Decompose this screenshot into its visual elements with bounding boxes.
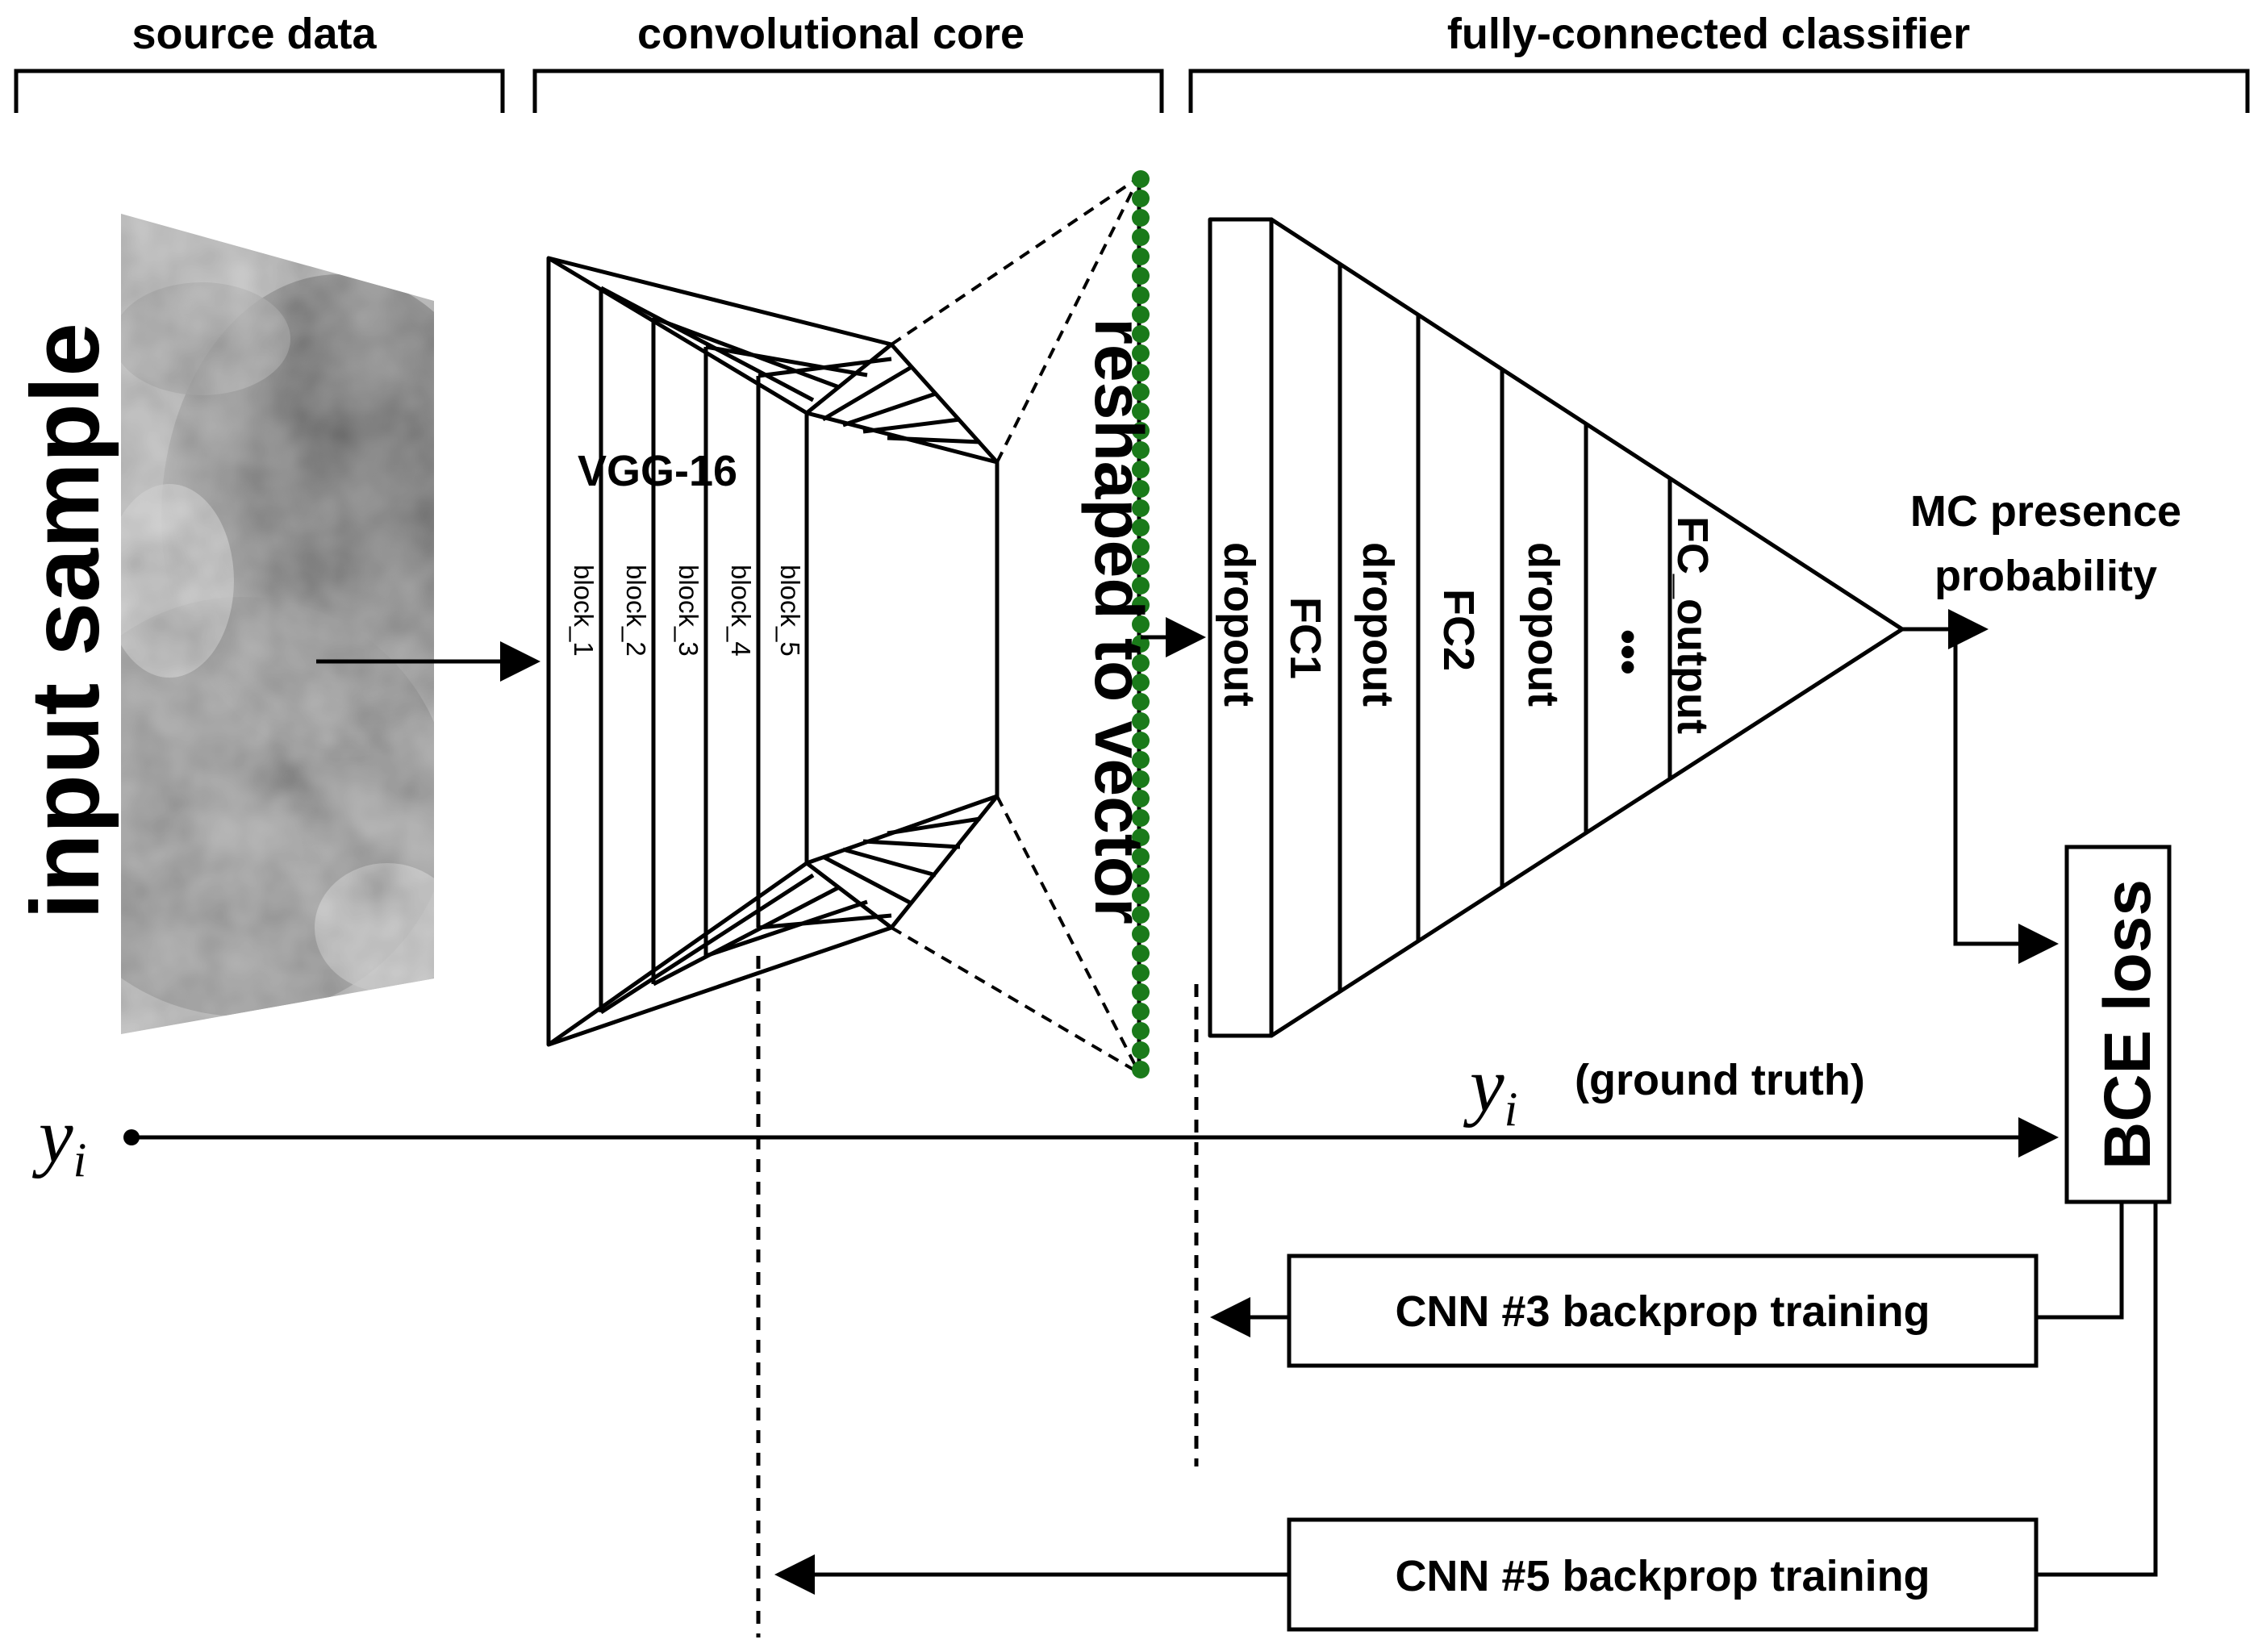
y-symbol-right: yi [1463,1041,1517,1136]
vector-element [1132,1022,1150,1040]
vector-element [1132,306,1150,323]
vector-element [1132,344,1150,362]
vector-element [1132,809,1150,827]
vector-element [1132,267,1150,285]
fc-layer-label: FC_output [1668,516,1717,734]
y-symbol-left: yi [31,1092,86,1187]
vector-element [1132,828,1150,846]
vector-element [1132,577,1150,594]
cnn5-box [1287,1517,2039,1632]
vector-element [1132,383,1150,401]
bracket-fc [1188,69,2250,113]
vgg16-core [546,256,1000,1047]
vector-element [1132,615,1150,633]
vector-element [1132,596,1150,614]
section-fc-title: fully-connected classifier [1447,10,1970,58]
fc-layer-label: ••• [1604,629,1652,675]
bracket-source [14,69,505,113]
vector-element [1132,654,1150,672]
y-subscript: i [73,1133,87,1187]
vector-element [1132,248,1150,265]
y-symbol-text: y [31,1092,73,1179]
vector-element [1132,538,1150,556]
ground-truth-label: (ground truth) [1575,1056,1865,1104]
vector-element [1132,751,1150,769]
fc-layer-label: FC2 [1434,589,1483,671]
vector-element [1132,364,1150,382]
cnn3-box [1287,1254,2039,1368]
fc-layer-label: dropout [1354,542,1402,707]
section-conv-title: convolutional core [637,10,1025,58]
projection-lines [890,176,1141,1074]
bce-to-cnn3-line [2036,1202,2124,1320]
y-symbol-text: y [1463,1041,1505,1128]
block-label: block_1 [569,565,599,657]
block-label: block_5 [775,565,805,657]
block-label: block_2 [621,565,651,657]
vector-element [1132,1041,1150,1059]
vector-element [1132,964,1150,982]
bce-loss-label: BCE loss [2091,879,2164,1170]
vector-element [1132,790,1150,807]
vector-element [1132,906,1150,924]
vector-element [1132,228,1150,246]
fc-layer-label: dropout [1519,542,1567,707]
vector-element [1132,325,1150,343]
feature-vector [1132,170,1150,1078]
vector-element [1132,403,1150,420]
fc-classifier [1208,217,1905,1038]
reshape-label: reshaped to vector [1081,318,1157,924]
fc-layers: dropout FC1 dropout FC2 dropout ••• FC_o… [1215,516,1717,734]
bce-to-cnn5-line [2036,1202,2158,1577]
vector-element [1132,557,1150,575]
fc-layer-label: FC1 [1281,597,1329,679]
vector-element [1132,480,1150,498]
vector-element [1132,712,1150,730]
block-label: block_3 [674,565,703,657]
section-source: source data [14,10,505,113]
section-fc: fully-connected classifier [1188,10,2250,113]
vector-element [1132,674,1150,691]
fc-layer-label: dropout [1215,542,1263,707]
vector-element [1132,925,1150,943]
arrow-to-bce [1953,629,2059,964]
vector-element [1132,945,1150,962]
vector-element [1132,209,1150,227]
input-image [121,214,434,1034]
input-sample-label: input sample [11,323,119,920]
vgg-blocks: block_1 block_2 block_3 block_4 block_5 [569,565,805,657]
section-source-title: source data [131,10,377,58]
vector-element [1132,983,1150,1001]
output-label-line2: probability [1934,552,2157,600]
block-label: block_4 [726,565,756,657]
vector-element [1132,732,1150,749]
vector-element [1132,441,1150,459]
vector-element [1132,286,1150,304]
vector-element [1132,770,1150,788]
vector-element [1132,867,1150,885]
cnn5-label: CNN #5 backprop training [1395,1552,1930,1600]
vector-element [1132,170,1150,188]
output-label-line1: MC presence [1910,487,2181,536]
vector-element [1132,886,1150,904]
section-conv: convolutional core [532,10,1164,113]
vector-element [1132,693,1150,711]
vector-element [1132,190,1150,207]
vector-element [1132,519,1150,536]
bracket-conv [532,69,1164,113]
vector-element [1132,848,1150,866]
vgg16-label: VGG-16 [578,447,737,495]
vector-element [1132,422,1150,440]
bce-loss-box [2064,845,2172,1204]
vector-element [1132,461,1150,478]
cnn3-label: CNN #3 backprop training [1395,1287,1930,1336]
vector-element [1132,499,1150,517]
vector-element [1132,1003,1150,1020]
vector-element [1132,1061,1150,1078]
y-subscript: i [1505,1083,1518,1136]
